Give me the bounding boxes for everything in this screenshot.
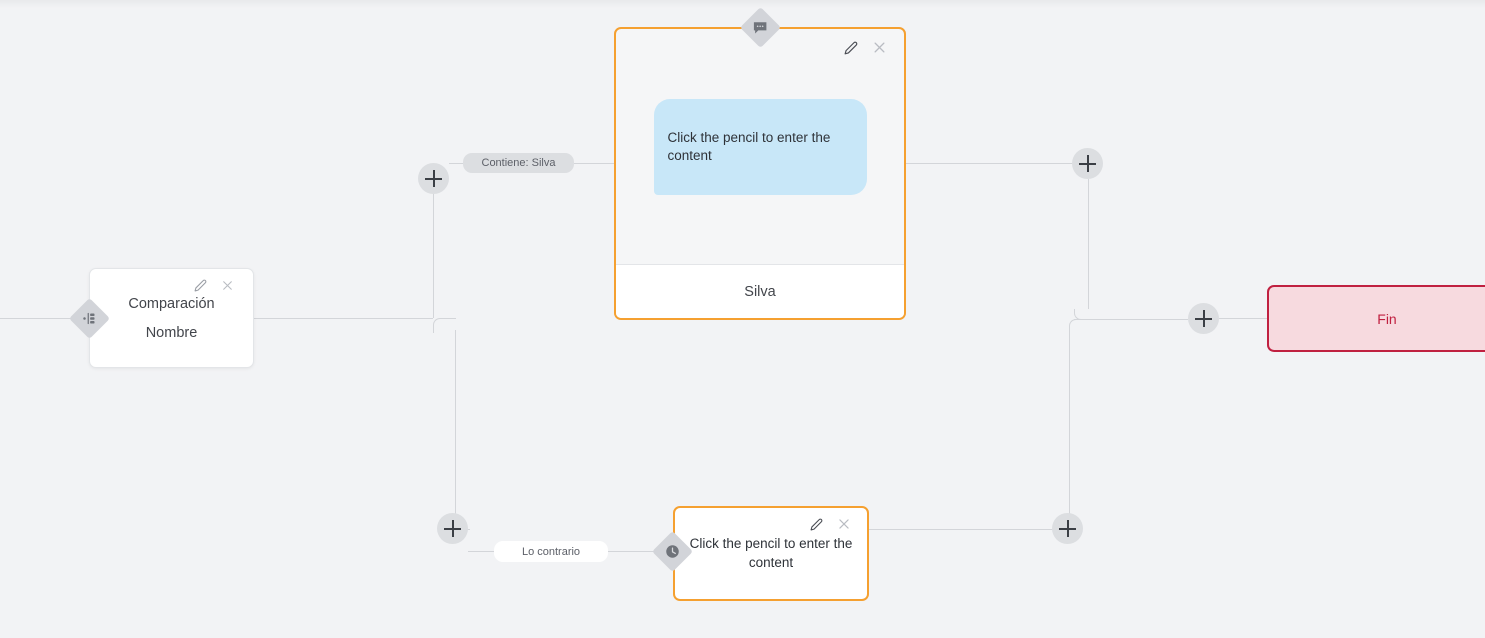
- window-top-strip: [0, 0, 1485, 8]
- end-node[interactable]: Fin: [1267, 285, 1485, 352]
- edge-label-to-fallback: [608, 551, 658, 552]
- edge-message-out: [906, 163, 1073, 164]
- edge-merge-to-end: [1074, 319, 1188, 320]
- chat-bubble-icon: [753, 21, 768, 35]
- branch-icon: [82, 311, 97, 326]
- comparison-handle[interactable]: [68, 297, 111, 340]
- edge-label-otherwise-text: Lo contrario: [521, 545, 581, 558]
- edge-merge-down-corner: [1069, 319, 1076, 330]
- add-node-branch-true[interactable]: [418, 163, 449, 194]
- edge-label-contains[interactable]: Contiene: Silva: [463, 153, 574, 173]
- edge-label-otherwise[interactable]: Lo contrario: [494, 541, 608, 562]
- add-node-after-message[interactable]: [1072, 148, 1103, 179]
- edge-label-contains-text: Contiene: Silva: [481, 157, 556, 169]
- fallback-node-text: Click the pencil to enter the content: [689, 536, 853, 570]
- add-node-before-end[interactable]: [1188, 303, 1219, 334]
- pencil-icon[interactable]: [844, 41, 858, 55]
- fallback-node-actions: [810, 517, 851, 531]
- edge-comparison-out: [253, 318, 433, 319]
- edge-false-to-label: [468, 551, 495, 552]
- add-node-branch-false[interactable]: [437, 513, 468, 544]
- edge-false-branch-riser: [455, 330, 456, 514]
- pencil-icon[interactable]: [194, 279, 207, 292]
- end-node-label: Fin: [1377, 310, 1397, 327]
- close-icon[interactable]: [837, 517, 851, 531]
- edge-incoming-to-comparison: [0, 318, 72, 319]
- edge-label-to-message: [574, 163, 614, 164]
- message-node-actions: [844, 40, 887, 55]
- edge-fallback-merge-riser: [1069, 329, 1070, 514]
- message-node-footer: Silva: [616, 264, 904, 318]
- fallback-node-handle[interactable]: [651, 530, 694, 573]
- message-bubble-text: Click the pencil to enter the content: [667, 129, 831, 163]
- edge-fallback-out: [869, 529, 1053, 530]
- edge-false-branch-corner-top: [433, 318, 456, 333]
- fallback-node[interactable]: Click the pencil to enter the content: [673, 506, 869, 601]
- message-node[interactable]: Click the pencil to enter the content Si…: [614, 27, 906, 320]
- comparison-node-actions: [194, 279, 234, 292]
- clock-icon: [665, 544, 680, 559]
- message-node-footer-text: Silva: [744, 283, 776, 300]
- message-node-body: Click the pencil to enter the content: [616, 29, 904, 264]
- comparison-node-subtitle: Nombre: [145, 324, 198, 341]
- edge-to-end-node: [1219, 318, 1267, 319]
- comparison-node[interactable]: Comparación Nombre: [89, 268, 254, 368]
- pencil-icon[interactable]: [810, 518, 823, 531]
- add-node-after-fallback[interactable]: [1052, 513, 1083, 544]
- close-icon[interactable]: [872, 40, 887, 55]
- message-bubble[interactable]: Click the pencil to enter the content: [653, 98, 867, 195]
- edge-true-to-label: [449, 163, 463, 164]
- edge-true-branch-riser: [433, 179, 434, 318]
- message-node-handle[interactable]: [739, 6, 782, 49]
- close-icon[interactable]: [221, 279, 234, 292]
- edge-message-merge-riser: [1088, 179, 1089, 309]
- comparison-node-title: Comparación: [128, 295, 215, 312]
